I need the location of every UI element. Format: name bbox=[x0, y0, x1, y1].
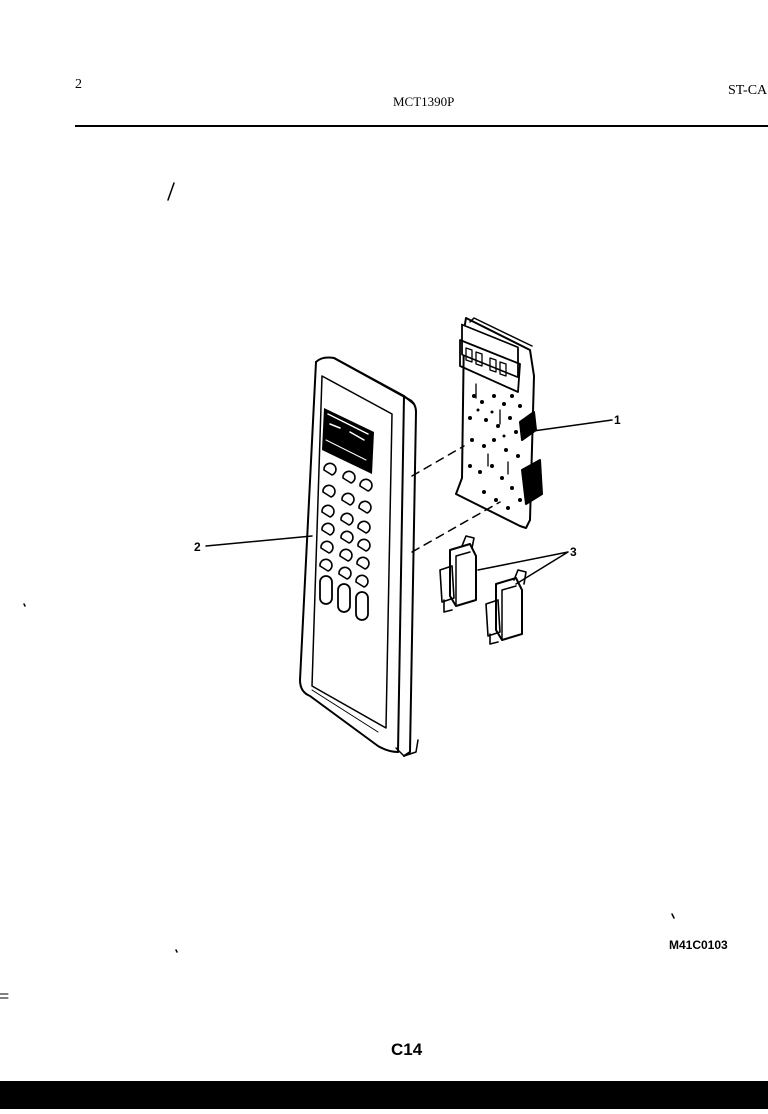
scan-border-bottom bbox=[0, 1081, 768, 1109]
scan-mark bbox=[167, 182, 175, 201]
door-switch-upper bbox=[439, 535, 477, 613]
assembly-line-board-bottom bbox=[411, 501, 501, 553]
header-rule bbox=[75, 125, 768, 127]
callout-2: 2 bbox=[194, 540, 201, 554]
leader-line-1 bbox=[525, 419, 613, 433]
page-number: 2 bbox=[75, 77, 82, 92]
leader-line-3 bbox=[477, 551, 569, 585]
section-code: ST-CA bbox=[728, 83, 768, 98]
control-board-part bbox=[455, 317, 543, 529]
callout-1: 1 bbox=[614, 413, 621, 427]
door-switch-lower bbox=[485, 569, 527, 645]
page-code: C14 bbox=[391, 1040, 423, 1059]
callout-3: 3 bbox=[570, 545, 577, 559]
scan-specks bbox=[23, 603, 675, 953]
assembly-line-board-top bbox=[411, 445, 465, 477]
scan-edge-mark bbox=[0, 993, 9, 999]
leader-line-2 bbox=[205, 535, 313, 547]
control-panel-part bbox=[299, 356, 419, 757]
model-number: MCT1390P bbox=[393, 94, 455, 109]
drawing-code: M41C0103 bbox=[669, 938, 728, 952]
